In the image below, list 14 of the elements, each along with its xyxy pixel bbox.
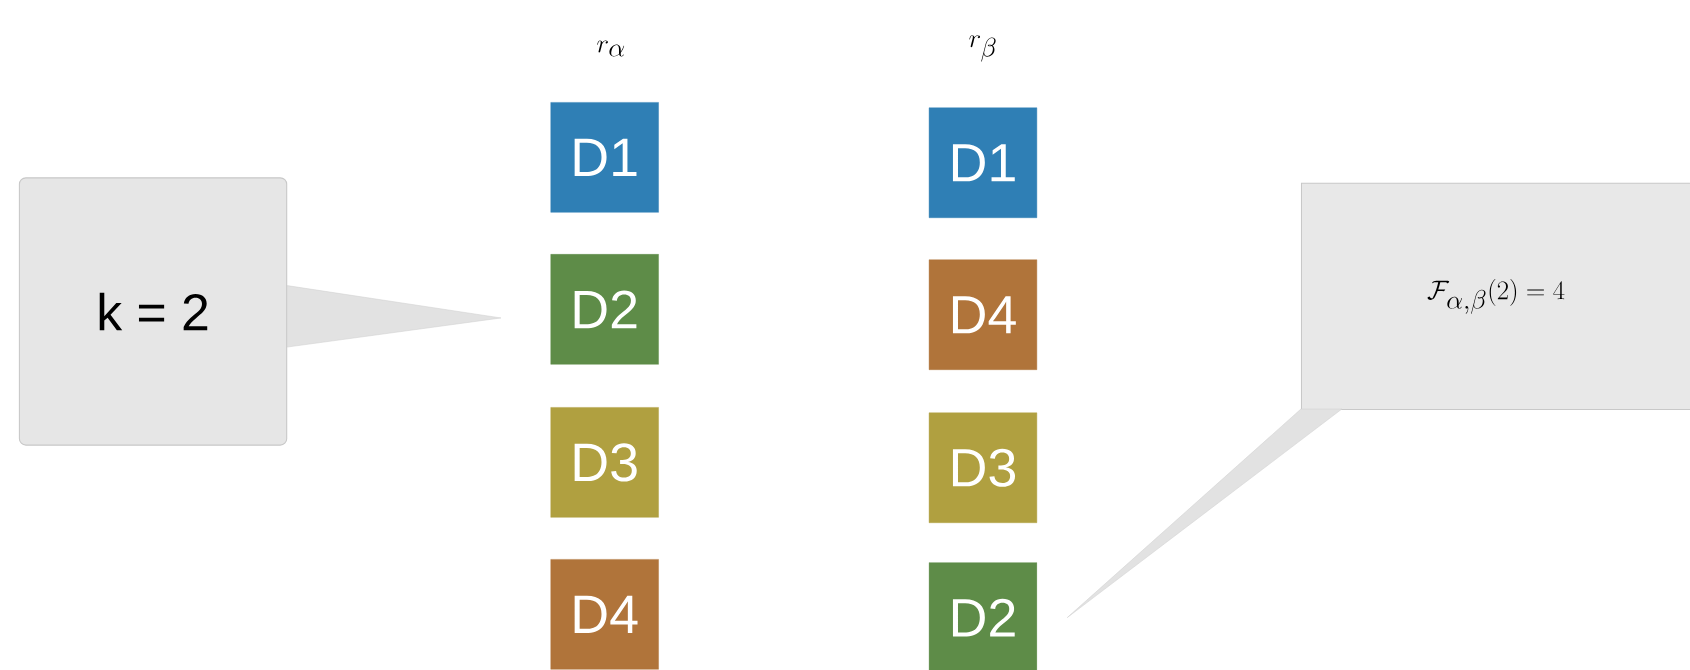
callout-pointer — [1067, 408, 1343, 618]
callout-box: k = 2 — [18, 177, 288, 446]
document-tile: D4 — [550, 559, 659, 670]
document-tile: D3 — [550, 407, 659, 518]
document-tile: D2 — [550, 253, 659, 365]
document-tile: D3 — [928, 412, 1038, 523]
document-tile: D1 — [928, 107, 1038, 218]
document-tile: D4 — [928, 259, 1038, 370]
document-tile: D1 — [550, 102, 659, 213]
column-heading: $r_\alpha$ — [597, 40, 625, 57]
callout-box: $\mathcal{F}_{\alpha,\beta}(2) = 4$ — [1300, 182, 1690, 410]
callout-pointer — [287, 285, 502, 348]
column-heading: $r_\beta$ — [969, 35, 996, 62]
document-tile: D2 — [928, 562, 1038, 670]
